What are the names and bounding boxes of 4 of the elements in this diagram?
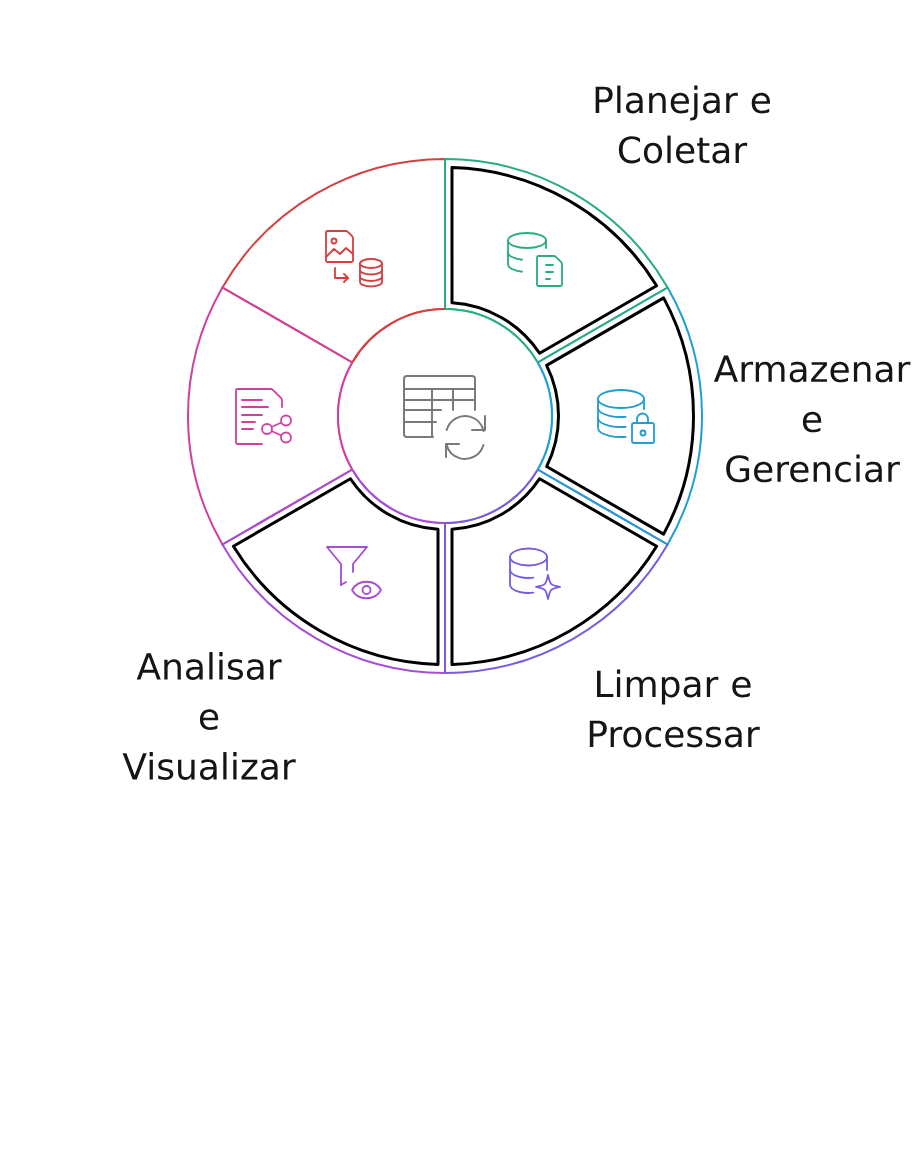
stage-label: Limpar e Processar	[589, 669, 760, 748]
stage-label: Planejar e Coletar	[595, 85, 770, 164]
stage-label: Armazenar e Gerenciar	[713, 355, 911, 483]
stage-label: Analisar e Visualizar	[122, 652, 296, 780]
